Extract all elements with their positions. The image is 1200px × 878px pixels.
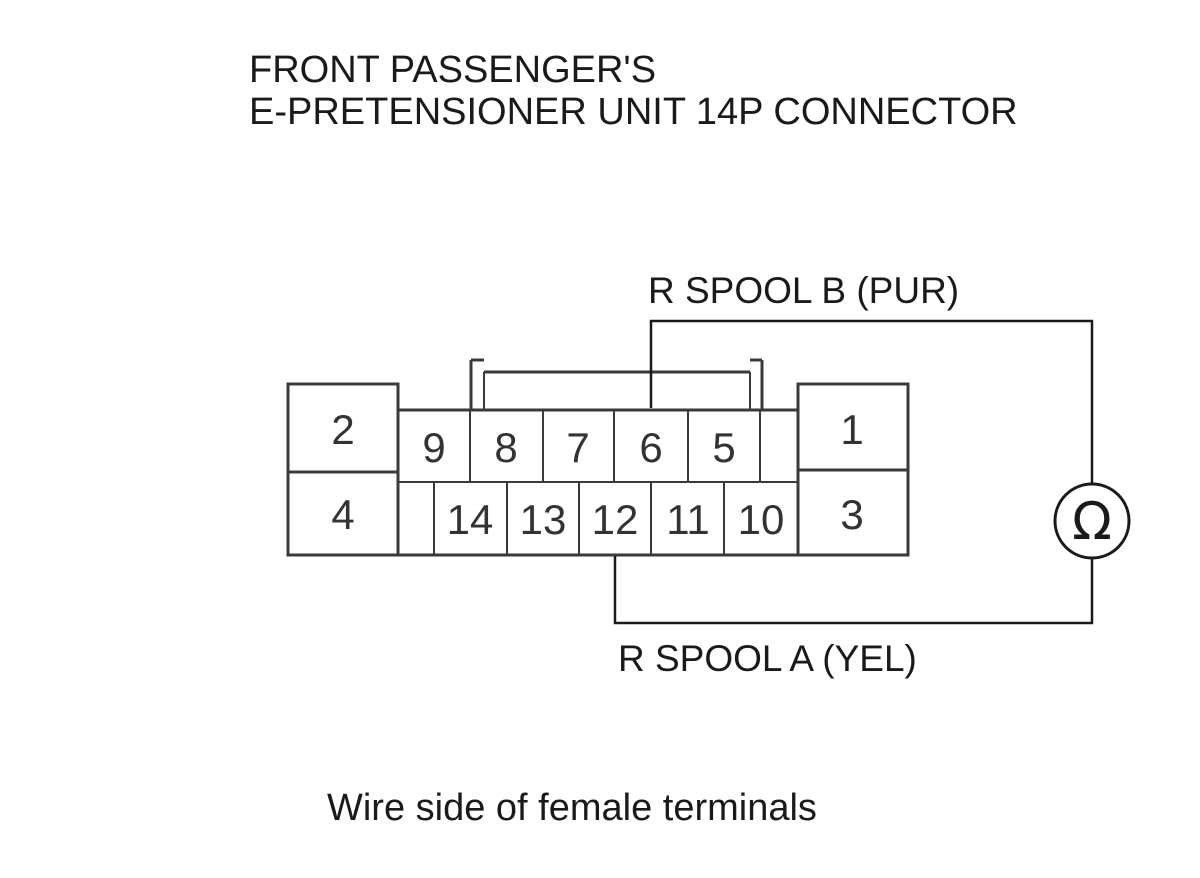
pin-cell-2	[286, 382, 400, 474]
ohm-symbol: Ω	[1072, 492, 1112, 552]
pin-label-6: 6	[639, 424, 662, 471]
pin-label-9: 9	[422, 424, 445, 471]
pin-label-12: 12	[592, 496, 639, 543]
pin-label-1: 1	[840, 406, 863, 453]
diagram-title-line2: E-PRETENSIONER UNIT 14P CONNECTOR	[249, 91, 1018, 133]
pin-cell-3	[796, 468, 910, 557]
pin-label-8: 8	[494, 424, 517, 471]
probe-wire-spool-b	[649, 319, 1094, 483]
pin-label-5: 5	[712, 424, 735, 471]
connector-latch	[469, 358, 764, 410]
diagram-title-line1: FRONT PASSENGER'S	[249, 49, 656, 91]
probe-wire-spool-a	[613, 556, 1094, 625]
diagram-caption: Wire side of female terminals	[327, 787, 817, 829]
wire-label-spool-a: R SPOOL A (YEL)	[618, 638, 917, 679]
wire-label-spool-b: R SPOOL B (PUR)	[648, 270, 959, 311]
connector-14p: 2 4 1 3 9 8 7 6 5 14 13 12 11 10	[286, 358, 910, 557]
ohmmeter-icon: Ω	[1053, 482, 1131, 560]
pin-label-13: 13	[520, 496, 567, 543]
pin-label-4: 4	[331, 491, 354, 538]
pin-label-3: 3	[840, 491, 863, 538]
pin-label-11: 11	[666, 496, 710, 543]
pin-label-10: 10	[738, 496, 785, 543]
pin-cell-4	[286, 470, 400, 557]
pin-label-2: 2	[331, 406, 354, 453]
pin-label-14: 14	[447, 496, 494, 543]
pin-label-7: 7	[566, 424, 589, 471]
